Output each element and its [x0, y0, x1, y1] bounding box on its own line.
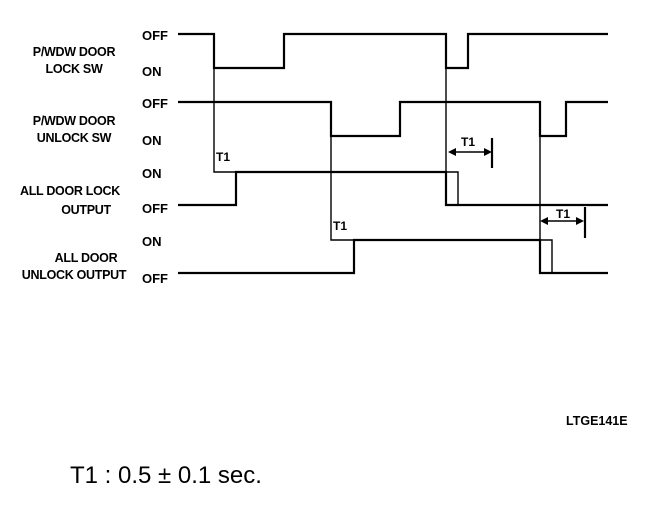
label-line: LOCK SW — [46, 62, 103, 76]
state-label-on: ON — [142, 64, 162, 79]
label-line: P/WDW DOOR — [33, 45, 116, 59]
timing-marker-unlock-cancel: T1 — [539, 136, 587, 273]
signal-label-unlock-output: ALL DOOR UNLOCK OUTPUT — [22, 251, 127, 282]
t1-label: T1 — [556, 207, 570, 221]
timing-note: T1 : 0.5 ± 0.1 sec. — [70, 462, 262, 489]
t1-label: T1 — [461, 135, 475, 149]
signal-label-lock-sw: P/WDW DOOR LOCK SW — [33, 45, 116, 76]
label-line: ALL DOOR — [55, 251, 118, 265]
state-label-off: OFF — [142, 96, 168, 111]
state-label-on: ON — [142, 166, 162, 181]
marker-line — [445, 68, 459, 205]
t1-label: T1 — [333, 219, 347, 233]
state-label-off: OFF — [142, 201, 168, 216]
marker-line — [330, 136, 354, 241]
arrow-head — [484, 148, 492, 156]
state-label-on: ON — [142, 234, 162, 249]
arrow-head — [540, 217, 548, 225]
waveform-lock-sw — [178, 32, 608, 70]
timing-marker-lock-output: T1 — [213, 68, 236, 173]
t1-label: T1 — [216, 150, 230, 164]
timing-marker-lock-cancel: T1 — [445, 68, 494, 205]
state-label-off: OFF — [142, 28, 168, 43]
label-line: UNLOCK SW — [37, 131, 112, 145]
waveform-unlock-output — [178, 238, 608, 275]
timing-marker-unlock-output: T1 — [330, 136, 354, 241]
arrow-head — [576, 217, 584, 225]
signal-label-unlock-sw: P/WDW DOOR UNLOCK SW — [33, 114, 116, 145]
figure-code: LTGE141E — [566, 414, 628, 428]
state-label-on: ON — [142, 133, 162, 148]
label-line: UNLOCK OUTPUT — [22, 268, 127, 282]
arrow-head — [448, 148, 456, 156]
state-label-off: OFF — [142, 271, 168, 286]
waveform-unlock-sw — [178, 100, 608, 138]
marker-line — [213, 68, 236, 173]
label-line: OUTPUT — [61, 203, 111, 217]
label-line: ALL DOOR LOCK — [20, 184, 120, 198]
waveform-lock-output — [178, 170, 608, 207]
label-line: P/WDW DOOR — [33, 114, 116, 128]
signal-label-lock-output: ALL DOOR LOCK OUTPUT — [20, 184, 121, 217]
marker-line — [539, 136, 553, 273]
